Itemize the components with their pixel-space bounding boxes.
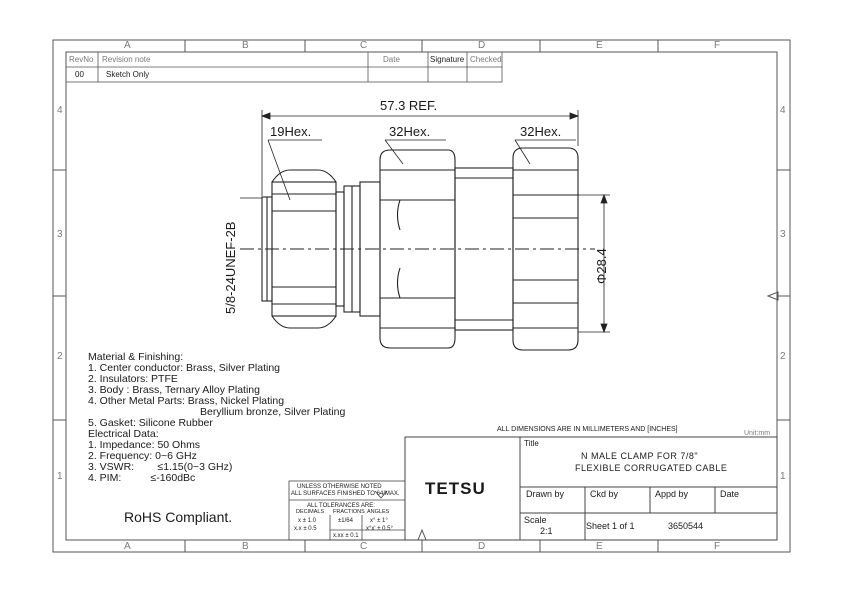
checked-by-label: Ckd by [590,489,619,499]
tolerance-line-1: UNLESS OTHERWISE NOTED [297,484,382,490]
tolerance-line-3: ALL TOLERANCES ARE: [307,503,375,509]
grid-row-4-left: 4 [57,105,63,116]
tolerance-line-2: ALL SURFACES FINISHED TO 64/MAX. [291,491,400,497]
part-number: 3650544 [668,521,704,531]
tolerance-block-lines [288,480,406,541]
units-note: ALL DIMENSIONS ARE IN MILLIMETERS AND [I… [497,426,678,433]
rev-header-signature: Signature [430,55,465,64]
diameter-dimension: Φ28.4 [594,248,609,284]
grid-col-d-bottom: D [478,541,486,552]
grid-col-f-bottom: F [714,541,721,552]
grid-row-3-left: 3 [57,229,63,240]
title-line-2: FLEXIBLE CORRUGATED CABLE [575,463,728,473]
revision-table-lines [65,51,503,83]
tolerance-fraction: ±1/64 [338,518,353,524]
dimension-lines [240,110,610,334]
grid-row-2-right: 2 [780,351,786,362]
scale-value: 2:1 [540,526,553,536]
drawn-by-label: Drawn by [526,489,565,499]
rohs-statement: RoHS Compliant. [124,509,233,525]
tolerance-dec-1: x ± 1.0 [298,518,316,524]
overall-length-dimension: 57.3 REF. [380,98,438,113]
electrical-heading: Electrical Data: [88,428,159,440]
title-label: Title [524,439,539,448]
tolerance-col-fractions: FRACTIONS [333,509,365,515]
rev-row-number: 00 [75,70,84,79]
title-line-1: N MALE CLAMP FOR 7/8" [581,451,699,461]
tolerance-col-decimals: DECIMALS [296,509,325,515]
hex-32-mid-dimension: 32Hex. [389,124,431,139]
tolerance-dec-3: x.xx ± 0.1 [333,533,359,539]
grid-row-1-right: 1 [780,471,786,482]
grid-col-a-top: A [124,40,131,51]
tolerance-dec-2: x.x ± 0.5 [294,526,317,532]
grid-col-e-top: E [596,40,603,51]
company-logo-text: TETSU [425,479,486,498]
hex-19-dimension: 19Hex. [270,124,312,139]
thread-spec-dimension: 5/8-24UNEF-2B [223,221,238,314]
tolerance-angle-1: x° ± 1° [370,518,388,524]
rev-row-note: Sketch Only [106,70,150,79]
sheet-number: Sheet 1 of 1 [586,521,635,531]
tolerance-angle-2: x°x' ± 0.5° [366,526,393,532]
material-line-3: 3. Body : Brass, Ternary Alloy Plating [88,384,260,396]
grid-col-f-top: F [714,40,721,51]
rev-header-revno: RevNo [69,55,94,64]
materials-heading: Material & Finishing: [88,351,184,363]
material-line-2: 2. Insulators: PTFE [88,373,178,385]
grid-row-3-right: 3 [780,229,786,240]
rev-header-checked: Checked [470,55,502,64]
connector-outline [261,147,579,351]
material-line-5: 5. Gasket: Silicone Rubber [88,417,213,429]
electrical-line-1: 1. Impedance: 50 Ohms [88,439,201,451]
approved-by-label: Appd by [655,489,689,499]
grid-col-a-bottom: A [124,541,131,552]
rev-header-note: Revision note [102,55,151,64]
date-label: Date [720,489,740,499]
material-line-4b: Beryllium bronze, Silver Plating [200,406,346,418]
grid-col-c-bottom: C [360,541,368,552]
hex-32-right-dimension: 32Hex. [520,124,562,139]
grid-col-c-top: C [360,40,368,51]
grid-row-4-right: 4 [780,105,786,116]
electrical-line-3: 3. VSWR: ≤1.15(0~3 GHz) [88,461,233,473]
material-line-4: 4. Other Metal Parts: Brass, Nickel Plat… [88,395,285,407]
grid-col-b-bottom: B [242,541,249,552]
grid-col-b-top: B [242,40,249,51]
grid-col-e-bottom: E [596,541,603,552]
grid-row-2-left: 2 [57,351,63,362]
rev-header-date: Date [383,55,400,64]
scale-label: Scale [524,515,547,525]
material-line-1: 1. Center conductor: Brass, Silver Plati… [88,362,281,374]
electrical-line-2: 2. Frequency: 0~6 GHz [88,450,197,462]
grid-col-d-top: D [478,40,486,51]
tolerance-col-angles: ANGLES [367,509,390,515]
grid-row-1-left: 1 [57,471,63,482]
electrical-line-4: 4. PIM: ≤-160dBc [88,472,196,484]
unit-label: Unit:mm [744,430,771,437]
